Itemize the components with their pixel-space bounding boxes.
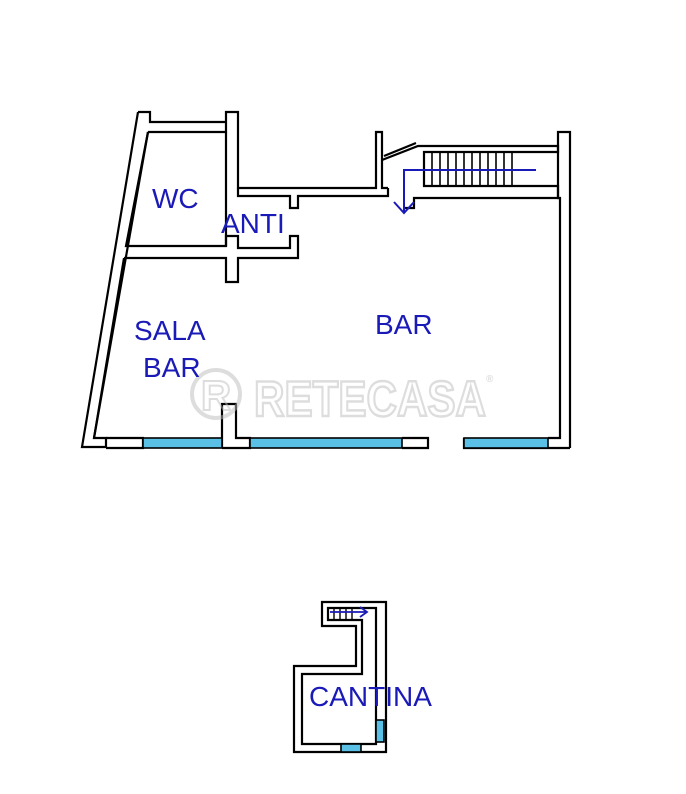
wc-top-wall [138, 110, 226, 124]
watermark-logo-letter: R [201, 372, 231, 419]
room-label-wc: WC [152, 183, 199, 214]
stair-rail [383, 141, 417, 158]
watermark-logo-icon [190, 368, 242, 420]
window-bar-2 [463, 437, 549, 449]
window-bar-1 [249, 437, 403, 449]
sala-left-inner [92, 257, 126, 439]
room-label-sala: SALA [134, 315, 206, 346]
cantina-stair-treads [333, 608, 353, 620]
left-outer-wall [80, 111, 150, 449]
cantina-stair-arrow [330, 606, 369, 618]
retecasa-watermark: R RETECASA ® [190, 368, 494, 428]
left-inner-wall [148, 110, 388, 190]
window-sala [142, 437, 223, 449]
right-wall [548, 130, 572, 448]
stair-enclosure [381, 144, 560, 210]
stair-arrow [393, 169, 536, 215]
cantina-walls [292, 600, 388, 754]
wc-anti-partition [124, 131, 228, 248]
room-label-sala-bar: BAR [143, 352, 201, 383]
pier-2 [402, 436, 430, 450]
anti-walls [236, 188, 390, 210]
anti-lower-wall [124, 234, 300, 284]
windows [142, 437, 549, 753]
watermark-registered: ® [486, 374, 494, 385]
room-label-bar: BAR [375, 309, 433, 340]
room-label-cantina: CANTINA [309, 681, 432, 712]
watermark-text: RETECASA [254, 371, 486, 427]
bottom-wall-left [106, 436, 145, 450]
window-cantina-right [375, 719, 385, 743]
room-label-anti: ANTI [221, 208, 285, 239]
window-cantina-bottom [340, 743, 362, 753]
cantina-inner [300, 606, 378, 746]
cantina-outer [292, 600, 388, 754]
